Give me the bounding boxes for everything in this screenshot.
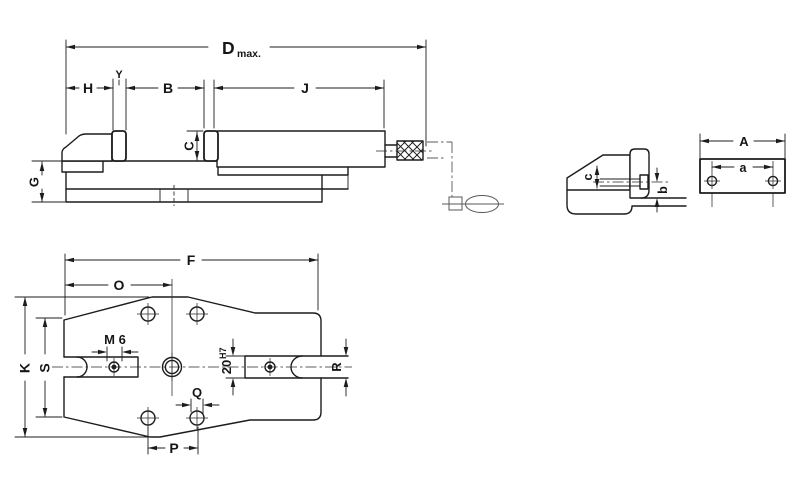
svg-text:S: S bbox=[37, 363, 53, 372]
jaw-plate-front-view: A a bbox=[699, 133, 786, 207]
section-screw-shaft bbox=[599, 178, 641, 187]
crank-arm-phantom bbox=[427, 141, 453, 197]
plan-view-dimensions: F O K S M 6 20 H7 bbox=[14, 252, 349, 456]
dim-label-c: C bbox=[182, 141, 197, 151]
jaw-plate-face bbox=[699, 158, 786, 194]
side-elevation-view bbox=[61, 130, 432, 206]
dim-label-b-small: b bbox=[656, 186, 670, 194]
svg-text:G: G bbox=[27, 177, 42, 187]
base-plan-view bbox=[52, 279, 352, 438]
plan-outline-upper bbox=[63, 296, 322, 358]
keyway-right bbox=[244, 355, 349, 379]
crank-handle-phantom bbox=[427, 141, 504, 213]
spindle-shaft bbox=[384, 144, 398, 158]
key-block bbox=[159, 188, 189, 203]
dim-label-f: F bbox=[187, 252, 196, 268]
dim-label-c-small: c bbox=[581, 173, 595, 180]
svg-text:H7: H7 bbox=[218, 347, 228, 359]
dim-label-dmax: D bbox=[222, 38, 235, 58]
hole-centerlines bbox=[704, 161, 781, 207]
svg-text:b: b bbox=[656, 186, 670, 194]
svg-text:c: c bbox=[581, 173, 595, 180]
fixed-jaw bbox=[61, 133, 113, 162]
dim-label-h: H bbox=[83, 80, 93, 96]
dim-label-q: Q bbox=[192, 385, 202, 400]
dim-label-a-overall: A bbox=[739, 134, 749, 149]
fixed-jaw-step bbox=[61, 160, 104, 173]
section-jaw-plate bbox=[629, 148, 650, 199]
dim-label-g: G bbox=[27, 177, 42, 187]
dim-label-o: O bbox=[114, 277, 125, 293]
dim-label-s: S bbox=[37, 363, 53, 372]
dim-label-r: R bbox=[329, 362, 344, 372]
knurl-hatching bbox=[396, 140, 424, 161]
fixed-jaw-section-view: c b bbox=[566, 148, 687, 215]
dim-label-y: Y bbox=[115, 69, 123, 81]
svg-text:K: K bbox=[17, 363, 33, 373]
dim-label-m6: M 6 bbox=[104, 332, 126, 347]
jaw-plate-fixed bbox=[111, 130, 127, 162]
dim-label-k: K bbox=[17, 363, 33, 373]
dim-label-keyway: 20 H7 bbox=[218, 347, 234, 374]
dim-label-b: B bbox=[163, 80, 173, 96]
dim-label-p: P bbox=[169, 440, 178, 456]
side-view-dimensions: D max. H Y B J C G bbox=[27, 38, 427, 203]
dim-label-a-holes: a bbox=[740, 161, 748, 175]
dim-label-dmax-sub: max. bbox=[237, 48, 261, 60]
mounting-holes bbox=[137, 303, 208, 429]
dim-label-j: J bbox=[301, 80, 309, 96]
svg-text:20: 20 bbox=[219, 360, 234, 374]
svg-text:R: R bbox=[329, 362, 344, 372]
plan-outline-lower bbox=[63, 376, 322, 438]
movable-jaw-body bbox=[216, 130, 386, 168]
jaw-plate-movable bbox=[203, 130, 219, 162]
svg-text:C: C bbox=[182, 141, 197, 151]
